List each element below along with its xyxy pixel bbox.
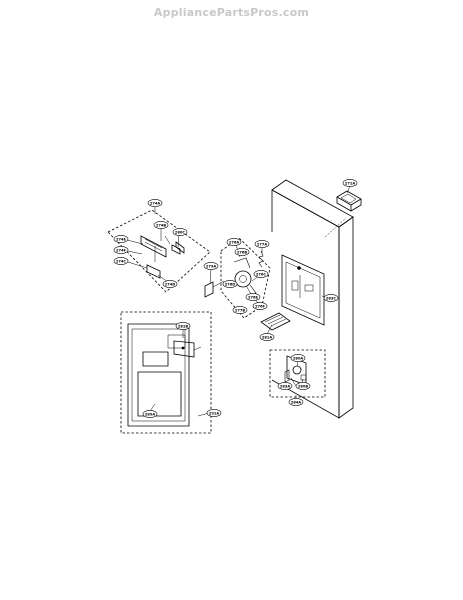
callout-277b: 277B [232,306,248,314]
svg-text:283A: 283A [280,384,291,388]
callout-274d: 274D [162,280,178,288]
callout-280c: 280C [172,228,188,236]
spring-part [258,250,264,268]
control-board-group [107,209,211,293]
drip-tray [260,312,291,331]
svg-text:274A: 274A [150,201,161,205]
dispenser-recess [281,254,325,326]
callout-283a: 283A [277,382,293,390]
svg-text:274D: 274D [165,282,176,286]
callout-281a: 281A [259,333,275,341]
callout-280b: 280B [295,382,311,390]
svg-text:289A: 289A [145,412,156,416]
svg-text:276E: 276E [248,295,259,299]
callout-274a: 274A [147,199,163,207]
svg-text:276F: 276F [255,304,266,308]
svg-text:276C: 276C [256,272,267,276]
watermark-text: AppliancePartsPros.com [153,6,310,19]
svg-text:280A: 280A [293,356,304,360]
svg-text:274E: 274E [116,237,127,241]
callout-279a: 279A [203,262,219,270]
callout-276f: 276F [252,302,268,310]
callout-276b: 276B [234,248,250,256]
svg-text:284A: 284A [291,400,302,404]
callout-289a: 289A [142,410,158,418]
door-panel [271,179,354,419]
svg-text:274C: 274C [116,259,127,263]
svg-text:276D: 276D [225,282,236,286]
svg-text:277A: 277A [257,242,268,246]
callout-274c: 274C [113,257,129,265]
svg-text:280B: 280B [298,384,309,388]
callout-274e: 274E [113,235,129,243]
callout-283c: 283C [323,294,339,302]
dispenser-cover-group [120,311,212,434]
svg-text:276A: 276A [229,240,240,244]
callout-274b: 274B [153,221,169,229]
svg-text:291A: 291A [209,411,220,415]
svg-text:274F: 274F [116,248,127,252]
callout-281b: 281B [175,322,191,330]
callout-276c: 276C [253,270,269,278]
leader-lines [126,185,351,417]
callout-277a: 277A [254,240,270,248]
svg-text:281B: 281B [178,324,189,328]
callout-276d: 276D [222,280,238,288]
callout-291a: 291A [206,409,222,417]
svg-text:280C: 280C [175,230,186,234]
svg-text:281A: 281A [262,335,273,339]
callout-280a: 280A [290,354,306,362]
svg-text:279A: 279A [206,264,217,268]
callout-274f: 274F [113,246,129,254]
svg-text:274B: 274B [156,223,167,227]
svg-text:271A: 271A [345,181,356,185]
callout-276a: 276A [226,238,242,246]
callout-271a: 271A [342,179,358,187]
svg-text:283C: 283C [326,296,337,300]
callout-284a: 284A [288,398,304,406]
svg-text:276B: 276B [237,250,248,254]
callout-276e: 276E [245,293,261,301]
top-cap-part [336,190,362,212]
svg-text:277B: 277B [235,308,246,312]
